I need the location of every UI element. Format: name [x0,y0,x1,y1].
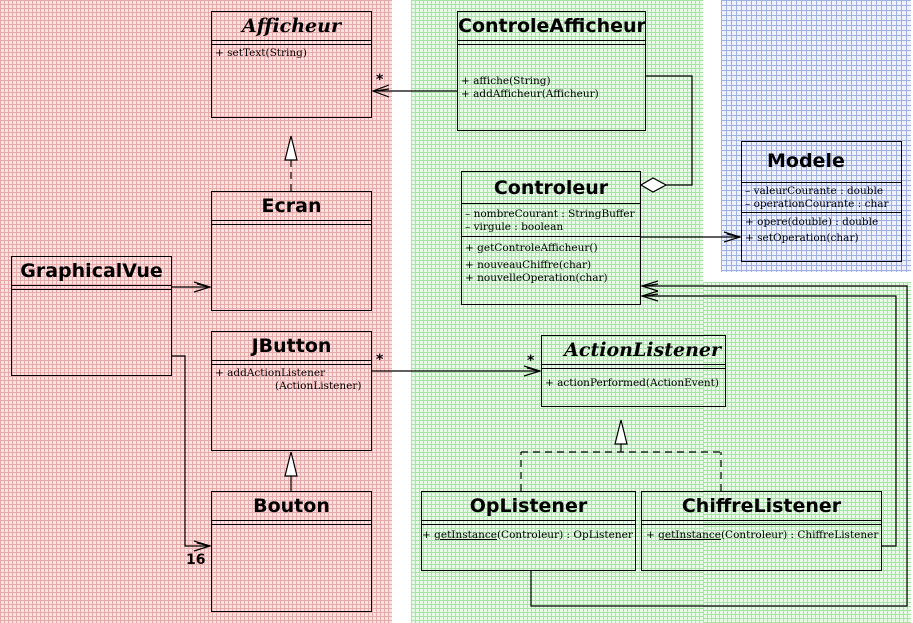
class-name: Controleur [462,172,640,204]
association-jbutton-actionlistener[interactable] [372,365,543,377]
class-controleur[interactable]: Controleur – nombreCourant : StringBuffe… [461,171,641,305]
class-actionlistener[interactable]: ActionListener + actionPerformed(ActionE… [541,335,726,407]
attributes-section [212,41,371,45]
attributes-section [212,361,371,365]
aggregation-controleur-controleafficheur[interactable] [639,75,693,193]
operation-signature: (Controleur) : ChiffreListener [720,529,879,541]
attribute: – nombreCourant : StringBuffer [465,208,635,220]
operation: + getInstance(Controleur) : ChiffreListe… [642,525,881,544]
class-name: Modele [742,142,901,183]
attributes-section [212,521,371,525]
operations-section: + opere(double) : double + setOperation(… [742,213,901,247]
class-oplistener[interactable]: OpListener + getInstance(Controleur) : O… [421,491,636,571]
operation: + getInstance(Controleur) : OpListener [422,525,635,544]
class-afficheur[interactable]: Afficheur + setText(String) [211,11,372,118]
attributes-section [212,221,371,225]
operation: + nouvelleOperation(char) [465,272,608,284]
association-controleafficheur-afficheur[interactable] [371,84,457,98]
class-name: Bouton [212,492,371,521]
class-name: ControleAfficheur [458,12,646,41]
class-name: Ecran [212,192,371,221]
association-controleur-modele[interactable] [641,231,743,243]
attributes-section: – nombreCourant : StringBuffer – virgule… [462,204,640,237]
realization-listeners-actionlistener[interactable] [520,419,722,491]
attribute: – operationCourante : char [745,198,889,210]
class-name: Afficheur [212,12,371,41]
operation: + affiche(String) [461,75,551,87]
package-vue [0,0,392,623]
operations-section: + addActionListener (ActionListener) [212,365,371,395]
class-name: OpListener [422,492,635,521]
class-ecran[interactable]: Ecran [211,191,372,311]
operations-section: + getControleAfficheur() + nouveauChiffr… [462,237,640,287]
attribute: – valeurCourante : double [745,185,884,197]
association-chiffrelistener-controleur[interactable] [639,290,897,547]
class-controleafficheur[interactable]: ControleAfficheur + affiche(String) + ad… [457,11,646,131]
attributes-section [422,521,635,525]
operation: + nouveauChiffre(char) [465,259,592,271]
operation: + setText(String) [215,47,307,59]
package-controleur [411,0,703,623]
operation-continuation: (ActionListener) [275,380,362,392]
operation: + addAfficheur(Afficheur) [461,88,599,100]
class-name: ActionListener [542,336,725,365]
attribute: – virgule : boolean [465,221,564,233]
association-graphicalvue-bouton[interactable] [172,355,213,552]
class-modele[interactable]: Modele – valeurCourante : double – opera… [741,141,902,262]
attributes-section [458,41,645,45]
class-chiffrelistener[interactable]: ChiffreListener + getInstance(Controleur… [641,491,882,571]
association-graphicalvue-ecran[interactable] [172,281,213,293]
operation: + actionPerformed(ActionEvent) [545,377,719,389]
class-name: JButton [212,332,371,361]
operation: + addActionListener [215,367,326,379]
operation: + getControleAfficheur() [465,242,598,254]
class-jbutton[interactable]: JButton + addActionListener (ActionListe… [211,331,372,451]
class-graphicalvue[interactable]: GraphicalVue [11,256,172,376]
operations-section: + affiche(String) + addAfficheur(Affiche… [458,45,645,103]
multiplicity-graphicalvue-bouton: 16 [186,552,206,568]
class-bouton[interactable]: Bouton [211,491,372,612]
attributes-section [542,365,725,369]
class-name: ChiffreListener [642,492,881,521]
attributes-section [642,521,881,525]
operation: + setOperation(char) [745,232,859,244]
operation-static-name: getInstance [658,529,721,541]
multiplicity-jbutton-source: * [376,352,384,368]
generalization-bouton-jbutton[interactable] [284,451,298,491]
operation-static-name: getInstance [434,529,497,541]
association-oplistener-controleur[interactable] [530,280,908,607]
operation: + opere(double) : double [745,216,879,228]
multiplicity-actionlistener-target: * [527,353,535,369]
class-name: GraphicalVue [12,257,171,286]
operation-prefix: + [422,529,435,541]
package-controleur-extension [703,282,911,623]
attributes-section [12,286,171,290]
package-modele [721,0,911,272]
multiplicity-controleafficheur-afficheur: * [376,72,384,88]
operation-prefix: + [646,529,659,541]
attributes-section: – valeurCourante : double – operationCou… [742,183,901,213]
realization-ecran-afficheur[interactable] [284,135,298,191]
operation-signature: (Controleur) : OpListener [496,529,633,541]
